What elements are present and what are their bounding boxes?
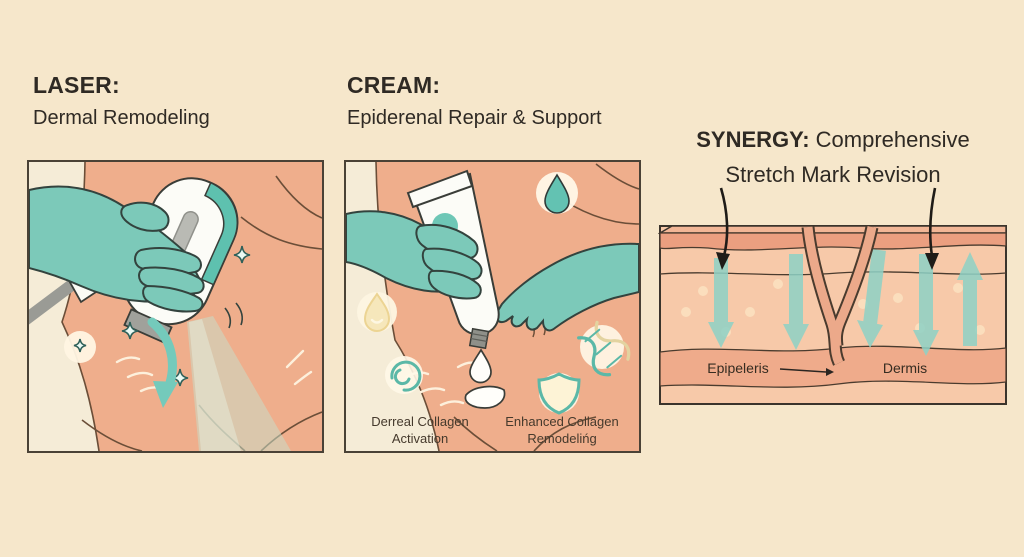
synergy-panel: Epipeleris Dermis [658, 186, 1010, 408]
laser-title: LASER: [33, 72, 120, 98]
label-dermis: Dermis [882, 360, 928, 376]
gloved-hand-icon [29, 185, 205, 313]
synergy-title-bold: SYNERGY: [696, 127, 810, 152]
epidermis-layer [659, 232, 1007, 251]
shield-icon [537, 372, 581, 415]
label-epidermis: Epipeleris [707, 360, 769, 376]
label-connector [779, 368, 834, 376]
cream-drops [464, 348, 506, 409]
laser-panel [27, 160, 324, 453]
dna-icon [577, 320, 631, 377]
laser-subtitle: Dermal Remodeling [33, 107, 210, 129]
skin-cross-section-illustration [658, 187, 1007, 405]
penetration-arrows [719, 187, 937, 257]
collagen-swirl-icon [390, 360, 422, 392]
laser-beam [187, 316, 291, 451]
flame-icon [363, 292, 391, 332]
synergy-title-line2: Stretch Mark Revision [725, 162, 941, 187]
synergy-title-line1: SYNERGY: Comprehensive [648, 122, 1018, 157]
caption-dermal-collagen-activation: Derreal Collagen Activation [371, 414, 469, 446]
stretch-mark-crevice [801, 225, 879, 366]
device-cable [29, 279, 77, 325]
cream-subtitle: Epiderenal Repair & Support [347, 107, 602, 129]
synergy-title-regular: Comprehensive [815, 127, 970, 152]
caption-enhanced-collagen-remodeling: Enhanced Collagen Remodelińg [505, 414, 619, 446]
motion-arcs [224, 302, 243, 329]
lower-dermis-band [659, 345, 1007, 388]
sparkle-icons [73, 245, 251, 387]
applying-hand-icon [346, 210, 483, 300]
downward-curved-arrow [147, 317, 178, 408]
cream-title-block: CREAM: Epiderenal Repair & Support [347, 72, 602, 130]
cream-panel: Derreal Collagen Activation Enhanced Col… [344, 160, 641, 453]
laser-illustration [29, 162, 322, 451]
water-drop-icon [544, 173, 570, 214]
treatment-arrows [708, 249, 983, 356]
laser-title-block: LASER: Dermal Remodeling [33, 72, 210, 130]
cream-title: CREAM: [347, 72, 441, 98]
smoothing-hand-icon [494, 242, 639, 332]
dermis-dots [681, 279, 985, 337]
synergy-title-block: SYNERGY: Comprehensive Stretch Mark Revi… [648, 122, 1018, 192]
cream-illustration [346, 162, 639, 451]
